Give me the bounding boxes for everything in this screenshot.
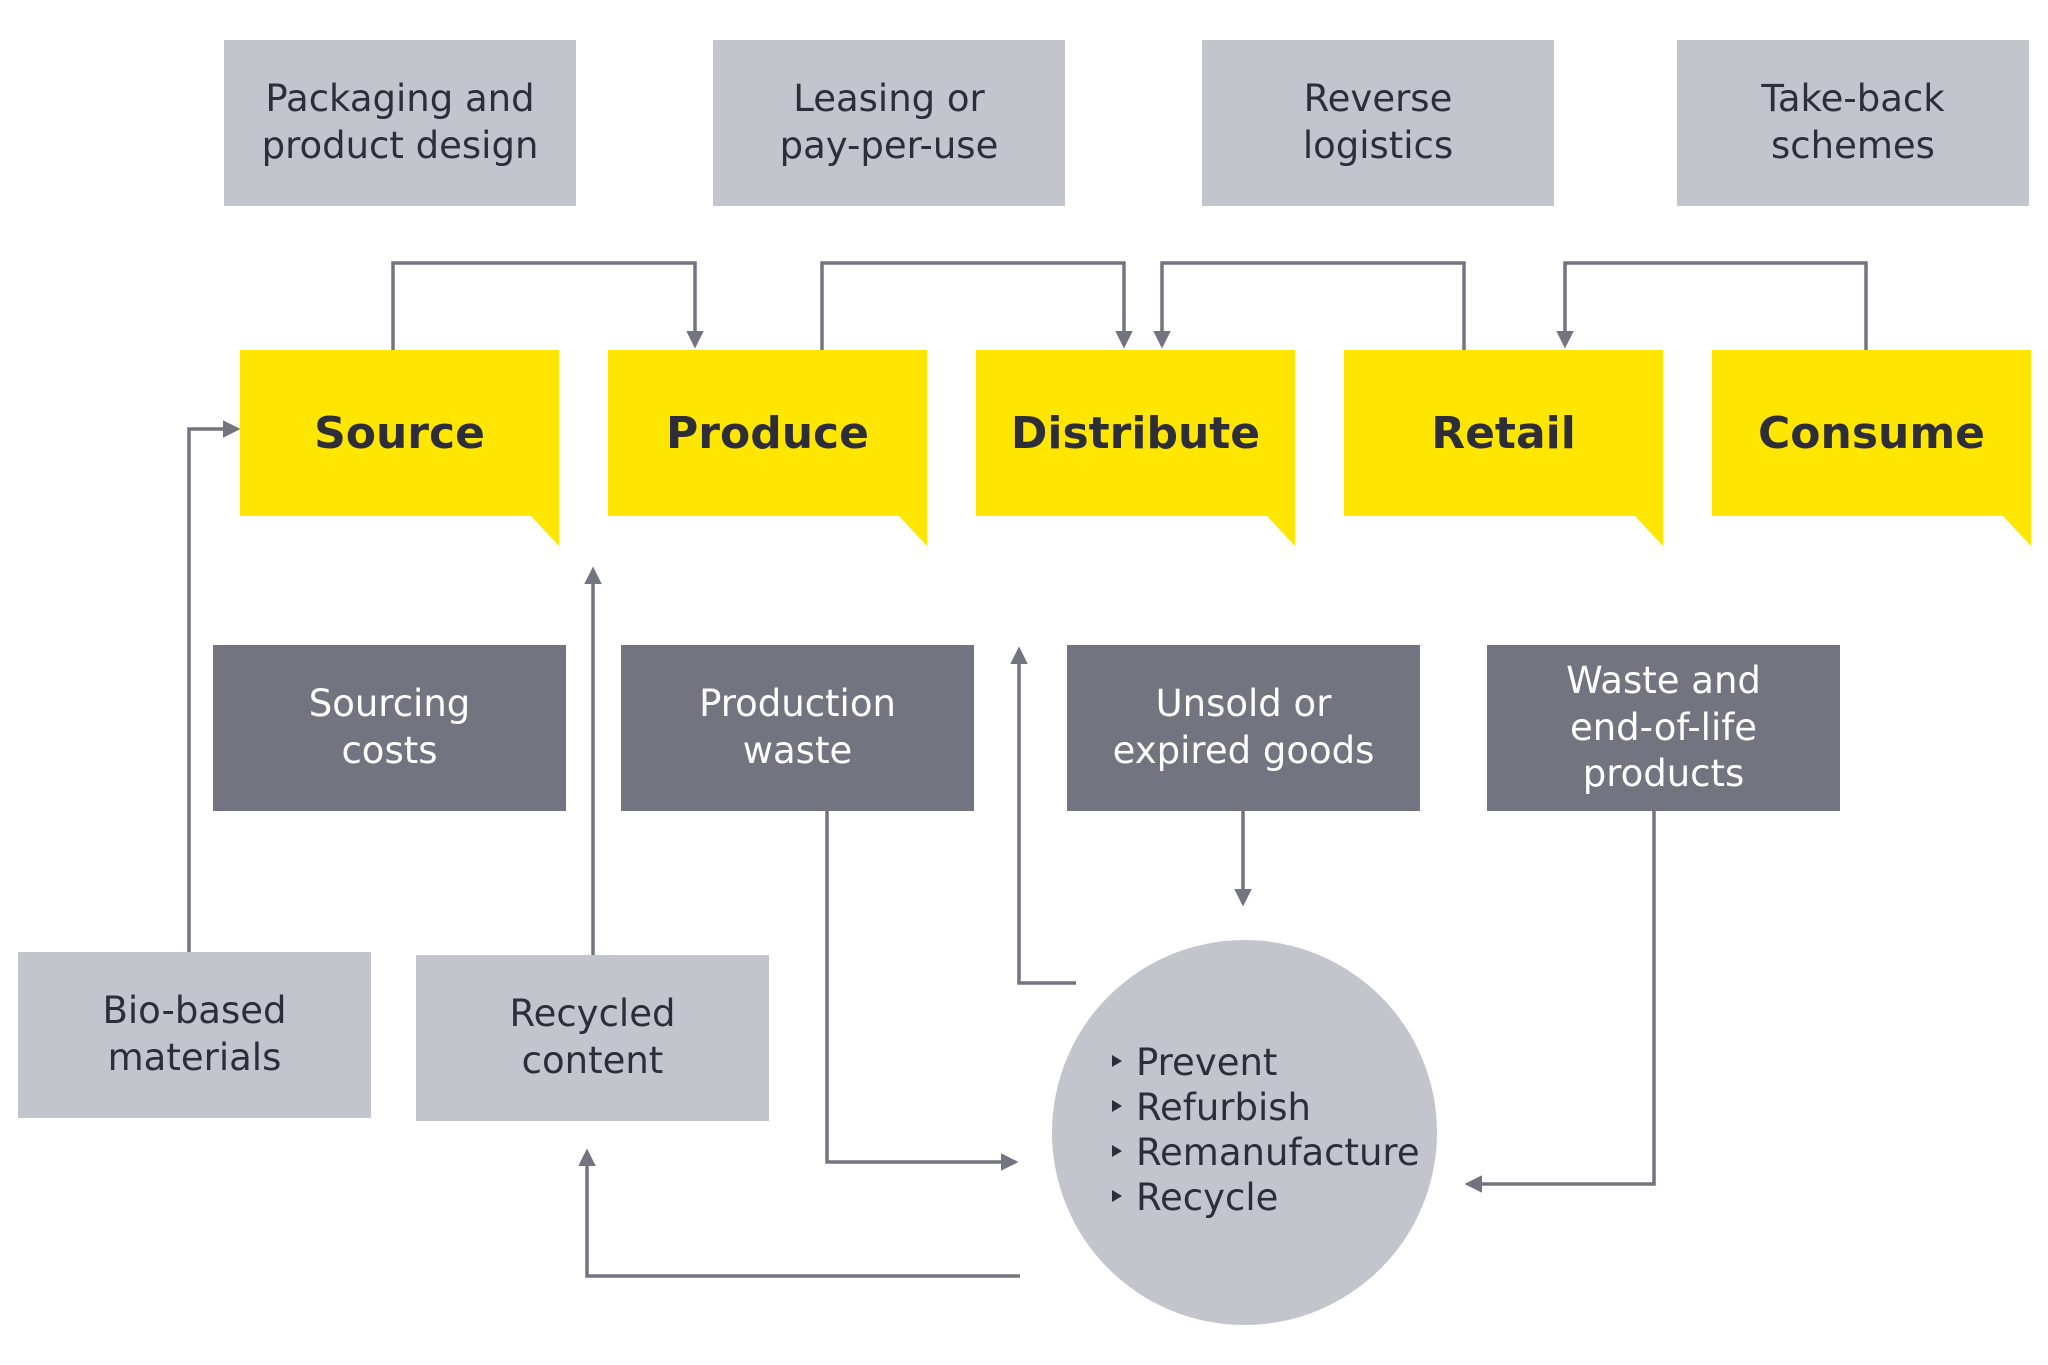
- connector-loop-recycled: [578, 1148, 1020, 1278]
- stage-label: Distribute: [1010, 407, 1261, 459]
- speech-tail: [2003, 516, 2031, 546]
- enabler-packaging-design: Packaging and product design: [224, 40, 576, 206]
- stage-consume: Consume: [1712, 350, 2031, 546]
- stage-source: Source: [240, 350, 559, 546]
- waste-sourcing-costs: Sourcing costs: [213, 645, 566, 811]
- connector-production-waste-loop: [825, 811, 1019, 1171]
- stage-label: Retail: [1431, 407, 1576, 459]
- bullet-triangle-icon: [1112, 1054, 1122, 1067]
- enabler-leasing: Leasing or pay-per-use: [713, 40, 1065, 206]
- loop-action-list: Prevent Refurbish Remanufacture Recycle: [1112, 1040, 1420, 1220]
- waste-end-of-life: Waste and end-of-life products: [1487, 645, 1840, 811]
- list-item: Refurbish: [1112, 1085, 1420, 1130]
- speech-tail: [899, 516, 927, 546]
- list-item: Remanufacture: [1112, 1130, 1420, 1175]
- input-bio-based: Bio-based materials: [18, 952, 371, 1118]
- bullet-triangle-icon: [1112, 1144, 1122, 1157]
- stage-produce: Produce: [608, 350, 927, 546]
- loop-action-label: Prevent: [1136, 1041, 1278, 1084]
- stage-label: Consume: [1757, 407, 1986, 459]
- list-item: Recycle: [1112, 1175, 1420, 1220]
- stage-retail: Retail: [1344, 350, 1663, 546]
- bullet-triangle-icon: [1112, 1099, 1122, 1112]
- list-item: Prevent: [1112, 1040, 1420, 1085]
- speech-tail: [1267, 516, 1295, 546]
- waste-unsold-goods: Unsold or expired goods: [1067, 645, 1420, 811]
- loop-circle: Prevent Refurbish Remanufacture Recycle: [1052, 940, 1437, 1325]
- stage-label: Produce: [666, 407, 869, 459]
- connector-retail-distribute: [1153, 261, 1466, 350]
- loop-action-label: Recycle: [1136, 1176, 1279, 1219]
- enabler-take-back: Take-back schemes: [1677, 40, 2029, 206]
- stage-label: Source: [314, 407, 485, 459]
- connector-loop-distribute: [1010, 646, 1076, 985]
- loop-action-label: Refurbish: [1136, 1086, 1311, 1129]
- bullet-triangle-icon: [1112, 1189, 1122, 1202]
- stage-distribute: Distribute: [976, 350, 1295, 546]
- input-recycled-content: Recycled content: [416, 955, 769, 1121]
- connector-biobased-source: [187, 420, 241, 952]
- waste-production: Production waste: [621, 645, 974, 811]
- connector-source-produce: [391, 261, 704, 350]
- loop-action-label: Remanufacture: [1136, 1131, 1420, 1174]
- connector-endoflife-loop: [1464, 811, 1656, 1193]
- connector-consume-retail: [1556, 261, 1868, 350]
- speech-tail: [1635, 516, 1663, 546]
- connector-produce-distribute: [820, 261, 1133, 350]
- speech-tail: [531, 516, 559, 546]
- enabler-reverse-logistics: Reverse logistics: [1202, 40, 1554, 206]
